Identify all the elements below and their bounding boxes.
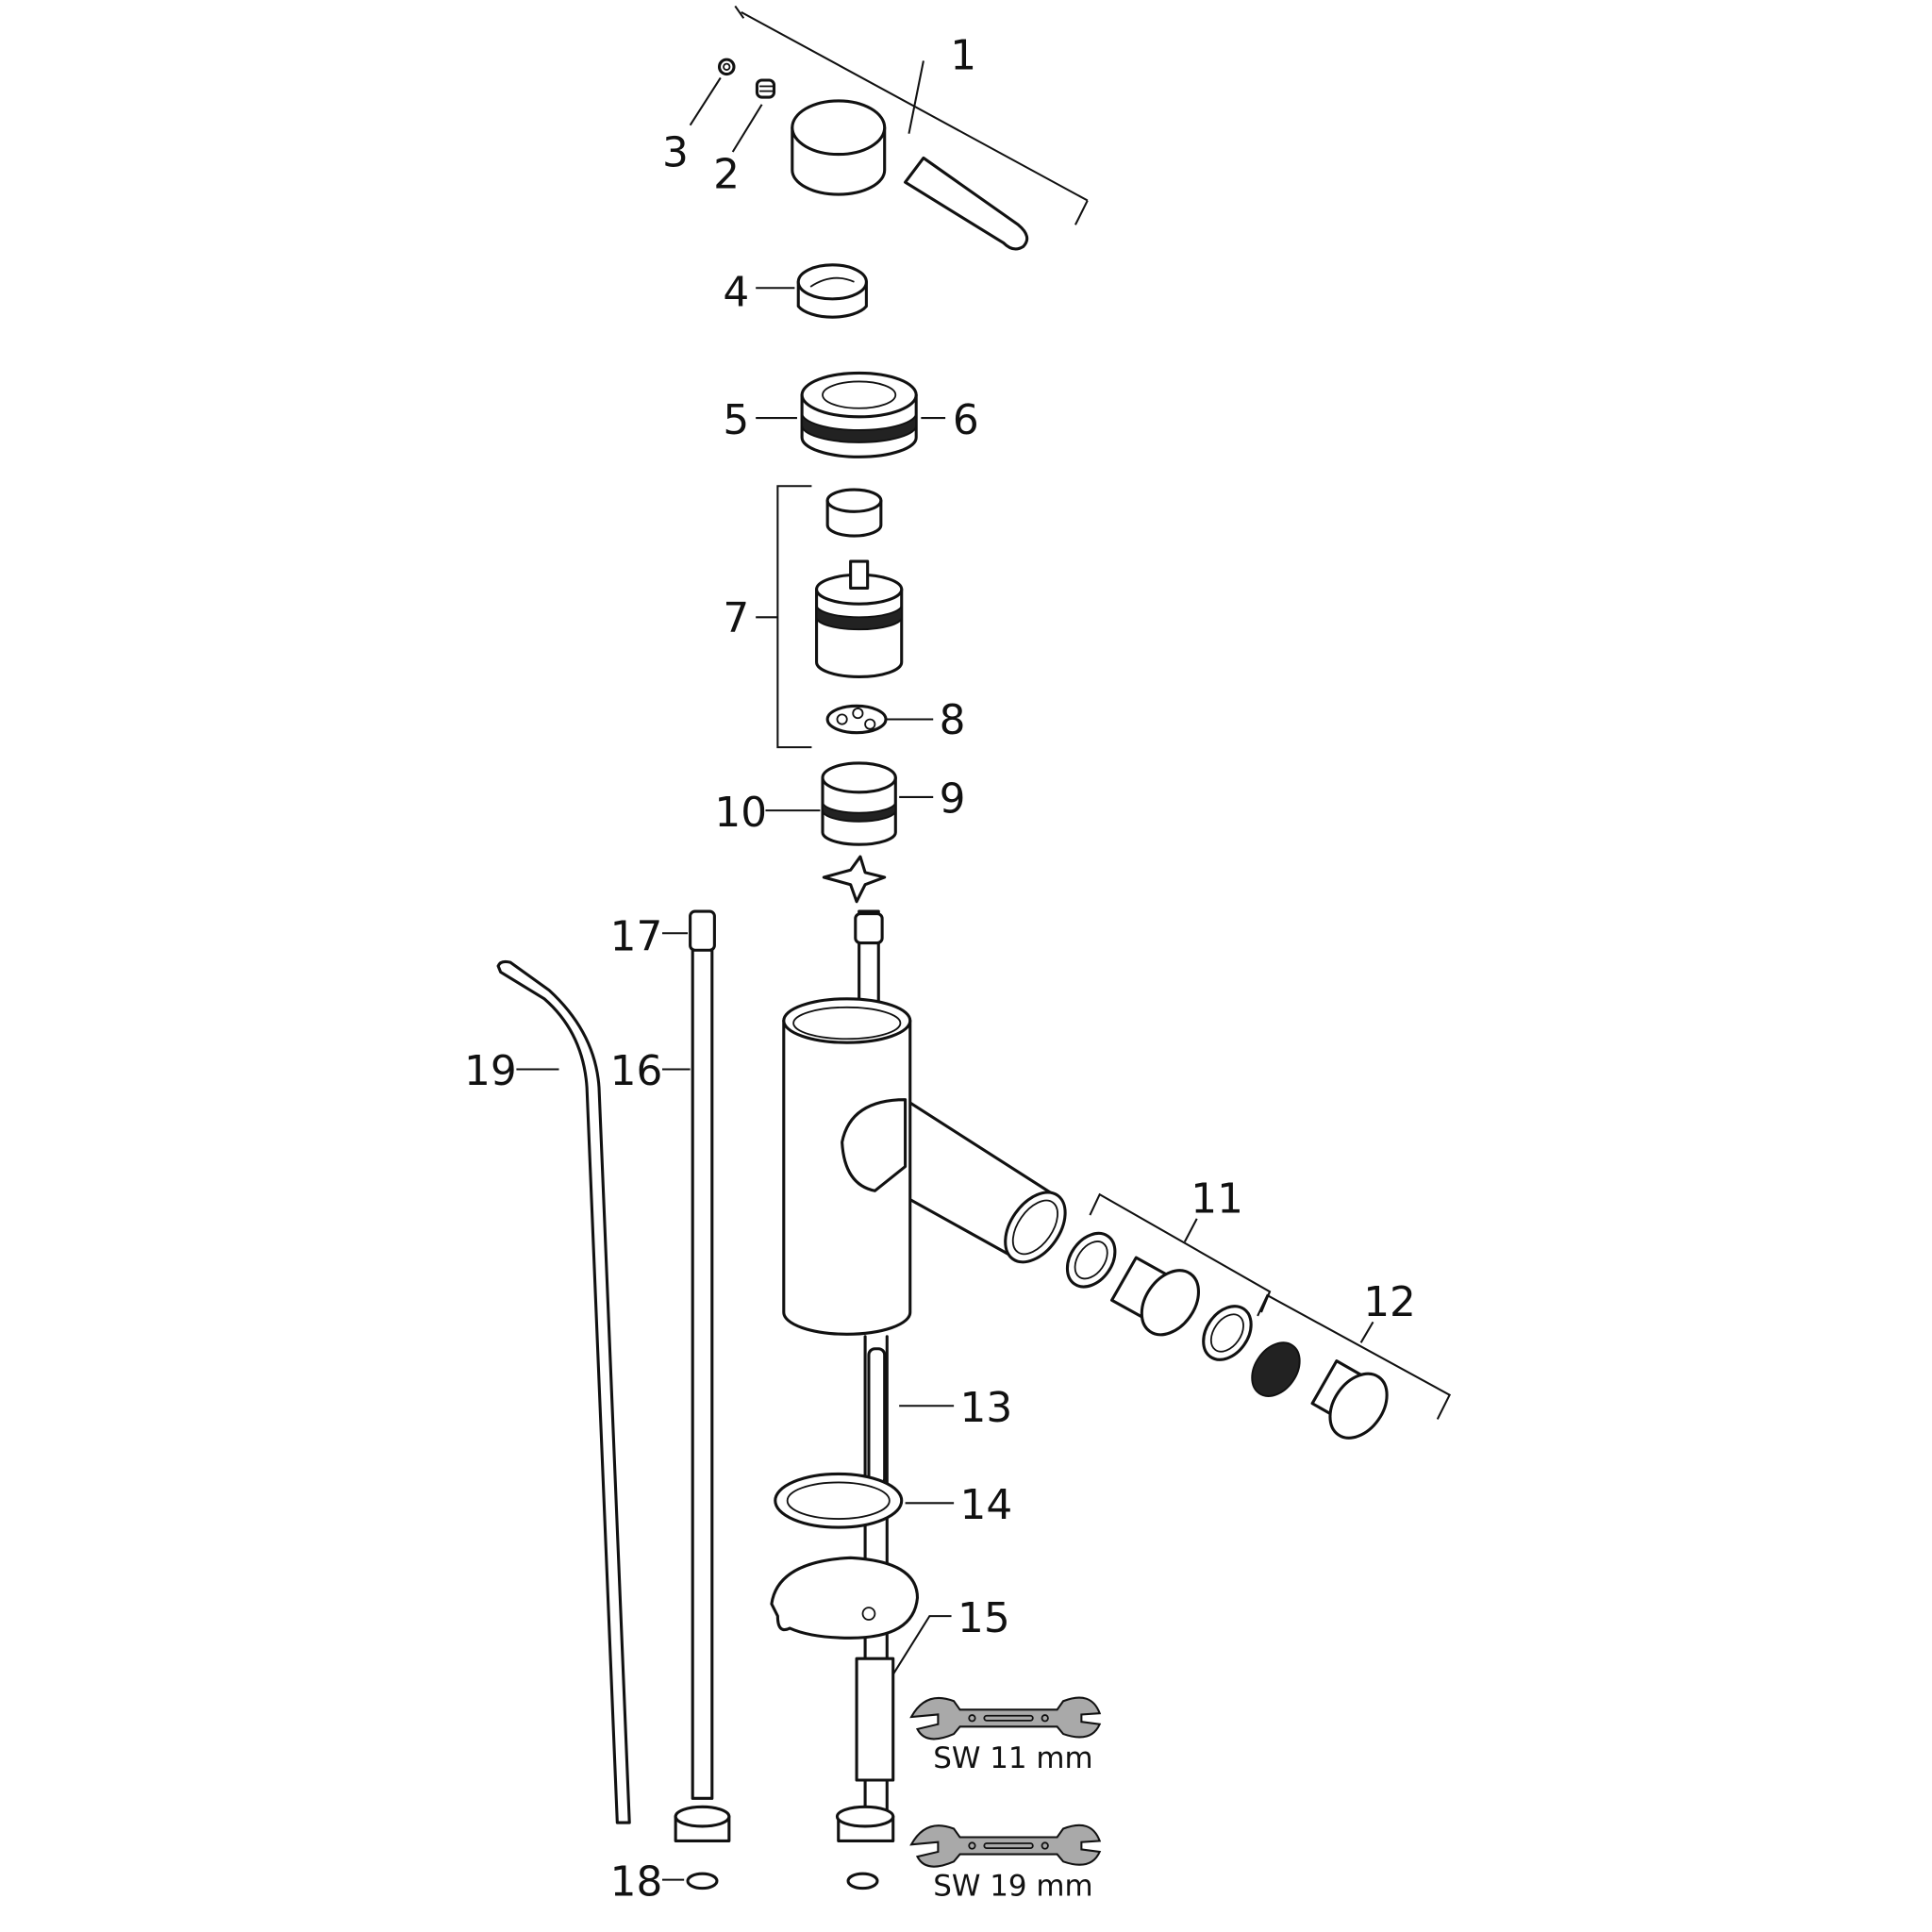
tool-label-sw19: SW 19 mm <box>933 1869 1092 1903</box>
callout-7: 7 <box>723 594 749 642</box>
callout-10: 10 <box>714 789 767 837</box>
callout-16: 16 <box>610 1047 663 1095</box>
callout-8: 8 <box>940 696 966 744</box>
callout-1: 1 <box>950 31 976 79</box>
part-16-hose <box>674 909 731 1842</box>
part-1-handle <box>791 99 1029 251</box>
part-2-screw <box>755 78 776 99</box>
part-12-aerator <box>1251 1341 1389 1440</box>
callout-12: 12 <box>1363 1278 1416 1326</box>
bracket-12 <box>1257 1293 1452 1420</box>
part-3-nut <box>717 58 736 76</box>
part-19-lift-rod <box>496 959 631 1824</box>
callout-5: 5 <box>723 396 749 444</box>
callout-9: 9 <box>940 775 966 824</box>
callout-3: 3 <box>662 128 689 176</box>
wrench-icon <box>909 1824 1102 1868</box>
bracket-11 <box>1089 1192 1272 1313</box>
tool-label-sw11: SW 11 mm <box>933 1741 1092 1775</box>
part-18-nut-right <box>835 1805 895 1890</box>
callout-15: 15 <box>958 1594 1010 1642</box>
callout-13: 13 <box>960 1384 1013 1432</box>
part-15-horseshoe-plate <box>770 1556 920 1782</box>
part-11-aerator-parts <box>1065 1231 1253 1361</box>
callout-2: 2 <box>713 151 740 199</box>
callout-14: 14 <box>960 1481 1013 1529</box>
retaining-clip <box>822 855 887 904</box>
callout-4: 4 <box>723 269 749 317</box>
callout-11: 11 <box>1191 1174 1243 1223</box>
mixer-body <box>782 997 1067 1336</box>
part-7-cartridge <box>815 488 904 678</box>
wrench-icon <box>909 1696 1102 1740</box>
part-14-gasket <box>774 1472 904 1529</box>
part-9-10-valve <box>821 761 897 846</box>
part-18-washer <box>686 1872 719 1890</box>
callout-17: 17 <box>610 912 663 960</box>
part-5-6-nut <box>800 371 918 458</box>
part-8-seal <box>825 704 888 735</box>
bracket-1 <box>734 5 745 19</box>
callout-6: 6 <box>953 396 979 444</box>
callout-19: 19 <box>464 1047 517 1095</box>
part-4-ring <box>796 263 868 319</box>
callout-18: 18 <box>610 1857 663 1906</box>
bracket-7 <box>776 485 812 749</box>
